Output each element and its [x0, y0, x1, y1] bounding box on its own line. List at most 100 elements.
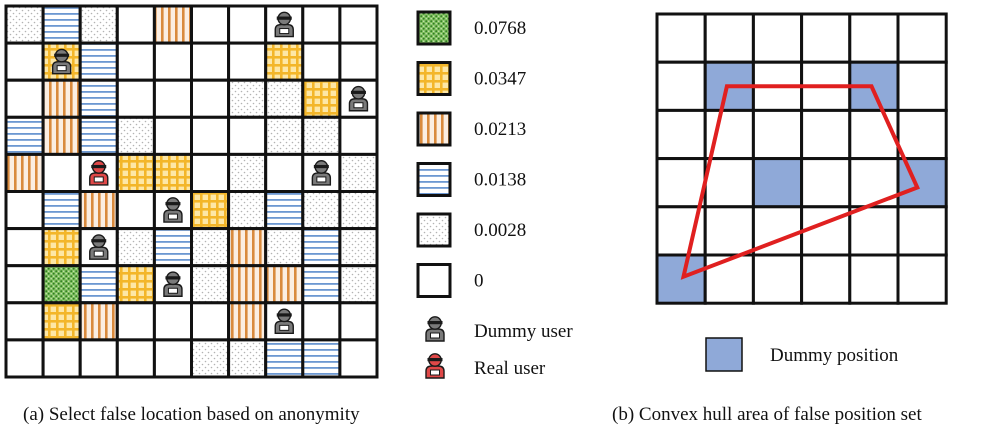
grid-cell-vertical — [227, 264, 268, 305]
grid-cell-horizontal — [264, 190, 305, 231]
legend-label: 0 — [474, 271, 484, 292]
convex-hull-grid — [655, 12, 948, 305]
grid-cell — [655, 12, 707, 64]
grid-cell-dotted — [264, 227, 305, 268]
grid-cell-vertical — [4, 152, 45, 193]
dummy-position-cell — [896, 157, 948, 209]
legend-dummy-user-label: Dummy user — [474, 321, 573, 342]
grid-cell-plain — [264, 152, 305, 193]
grid-cell-plain — [338, 338, 379, 379]
grid-cell — [751, 12, 804, 64]
grid-cell-plain — [41, 152, 82, 193]
grid-cell-plain — [152, 115, 193, 156]
legend-swatch-dotted — [416, 212, 452, 248]
dummy-position-cell — [751, 157, 804, 209]
grid-cell-plain — [4, 190, 45, 231]
grid-cell-dotted — [301, 190, 342, 231]
grid-cell-plain — [227, 115, 268, 156]
grid-cell-vertical — [41, 115, 82, 156]
dummy-user-icon — [51, 48, 72, 75]
grid-cell-plain — [115, 4, 156, 45]
grid-cell-yellow — [152, 152, 193, 193]
grid-cell-green — [41, 264, 82, 305]
grid-cell-dotted — [264, 78, 305, 119]
grid-cell-plain — [227, 41, 268, 82]
grid-cell-yellow — [115, 264, 156, 305]
legend-label: 0.0138 — [474, 170, 526, 191]
grid-cell-plain — [190, 78, 231, 119]
grid-cell-vertical — [264, 264, 305, 305]
dummy-user-icon — [311, 160, 332, 186]
grid-cell-dotted — [115, 115, 156, 156]
grid-cell-plain — [190, 301, 231, 342]
dummy-position-label: Dummy position — [770, 345, 899, 366]
grid-cell-plain — [152, 41, 193, 82]
grid-cell — [751, 108, 804, 161]
grid-cell-horizontal — [78, 41, 119, 82]
grid-cell-yellow — [190, 190, 231, 231]
grid-cell-plain — [301, 301, 342, 342]
grid-cell — [655, 157, 707, 209]
anonymity-grid — [4, 4, 379, 379]
grid-cell — [655, 108, 707, 161]
legend-swatch-vertical — [416, 111, 452, 147]
grid-cell — [848, 12, 900, 64]
grid-cell-yellow — [115, 152, 156, 193]
grid-cell-dotted — [264, 115, 305, 156]
grid-cell-plain — [338, 41, 379, 82]
dummy-position-legend: Dummy position — [705, 337, 899, 372]
grid-cell-plain — [152, 78, 193, 119]
grid-cell-dotted — [190, 338, 231, 379]
grid-cell-horizontal — [301, 227, 342, 268]
grid-cell-yellow — [301, 78, 342, 119]
caption-panel-b: (b) Convex hull area of false position s… — [612, 404, 922, 425]
grid-cell-yellow — [41, 301, 82, 342]
grid-cell-plain — [115, 301, 156, 342]
grid-cell-dotted — [227, 338, 268, 379]
grid-cell-plain — [301, 4, 342, 45]
grid-cell — [703, 157, 755, 209]
convex-hull-outline — [680, 84, 920, 280]
grid-cell — [848, 108, 900, 161]
grid-cell-plain — [338, 4, 379, 45]
grid-cell — [800, 12, 852, 64]
grid-cell-dotted — [190, 227, 231, 268]
grid-cell-plain — [190, 41, 231, 82]
grid-cell-plain — [301, 41, 342, 82]
grid-cell-horizontal — [78, 115, 119, 156]
real-user-icon — [89, 160, 109, 186]
grid-cell — [800, 253, 852, 305]
grid-cell-vertical — [227, 227, 268, 268]
grid-cell-plain — [152, 301, 193, 342]
grid-cell — [896, 60, 948, 112]
grid-cell-horizontal — [41, 190, 82, 231]
legend-label: 0.0768 — [474, 18, 526, 39]
grid-cell-horizontal — [41, 4, 82, 45]
grid-cell-dotted — [227, 78, 268, 119]
dummy-user-icon — [348, 85, 369, 112]
grid-cell-plain — [4, 264, 45, 305]
grid-cell-horizontal — [301, 338, 342, 379]
grid-cell-plain — [115, 78, 156, 119]
grid-cell-dotted — [338, 152, 379, 193]
grid-cell-plain — [41, 338, 82, 379]
dummy-user-icon — [274, 11, 294, 38]
grid-cell-vertical — [152, 4, 193, 45]
grid-cell-dotted — [227, 152, 268, 193]
grid-cell — [896, 205, 948, 257]
grid-cell-plain — [152, 338, 193, 379]
grid-cell-plain — [190, 115, 231, 156]
grid-cell — [703, 12, 755, 64]
grid-cell-dotted — [78, 4, 119, 45]
legend-real-user-label: Real user — [474, 358, 546, 379]
legend-label: 0.0347 — [474, 69, 526, 90]
grid-cell-dotted — [190, 264, 231, 305]
grid-cell-dotted — [301, 115, 342, 156]
grid-cell-vertical — [227, 301, 268, 342]
grid-cell — [703, 253, 755, 305]
grid-cell-dotted — [4, 4, 45, 45]
grid-cell-horizontal — [301, 264, 342, 305]
grid-cell-plain — [115, 190, 156, 231]
grid-cell-plain — [4, 301, 45, 342]
